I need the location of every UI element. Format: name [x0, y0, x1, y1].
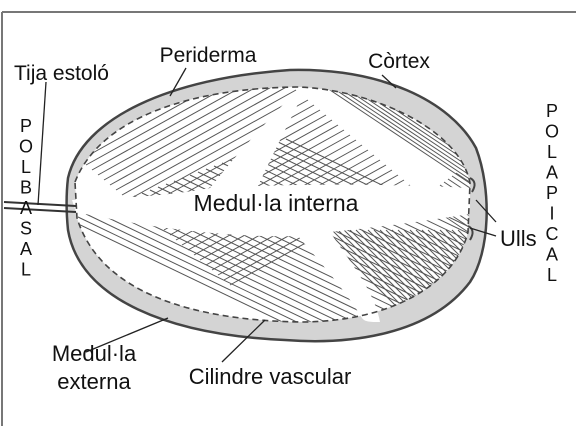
label-cortex: Còrtex	[368, 50, 430, 73]
pole-basal-letter: B	[20, 178, 32, 198]
label-inner-medulla: Medul·la interna	[194, 190, 359, 216]
pole-apical-letter: P	[546, 101, 558, 121]
pole-basal-letter: O	[19, 137, 33, 157]
hatch-line	[474, 70, 576, 190]
pole-basal-letter: L	[21, 260, 31, 280]
leader-stolon	[38, 82, 46, 205]
hatch-line	[486, 70, 576, 190]
stolon-stalk	[4, 202, 76, 212]
pole-basal-letter: A	[20, 239, 32, 259]
pole-apical-letter: I	[549, 204, 554, 224]
pole-apical-letter: O	[545, 122, 559, 142]
pole-apical-letter: L	[547, 265, 557, 285]
pole-basal-letter: S	[20, 219, 32, 239]
pole-apical-letter: C	[546, 224, 559, 244]
pole-apical-letter: A	[546, 245, 558, 265]
label-eyes: Ulls	[500, 226, 537, 251]
label-vascular-cylinder: Cilindre vascular	[189, 364, 352, 389]
pole-apical-letter: P	[546, 183, 558, 203]
hatch-line	[480, 70, 576, 190]
pole-basal-letter: A	[20, 198, 32, 218]
pole-apical-letter: A	[546, 163, 558, 183]
label-periderm: Periderma	[160, 44, 257, 67]
pole-basal-letter: P	[20, 116, 32, 136]
pole-basal-letter: L	[21, 157, 31, 177]
label-outer-medulla-2: externa	[57, 369, 131, 394]
label-stolon-stalk: Tija estoló	[14, 62, 109, 85]
pole-apical-letter: L	[547, 142, 557, 162]
label-outer-medulla-1: Medul·la	[52, 341, 137, 366]
